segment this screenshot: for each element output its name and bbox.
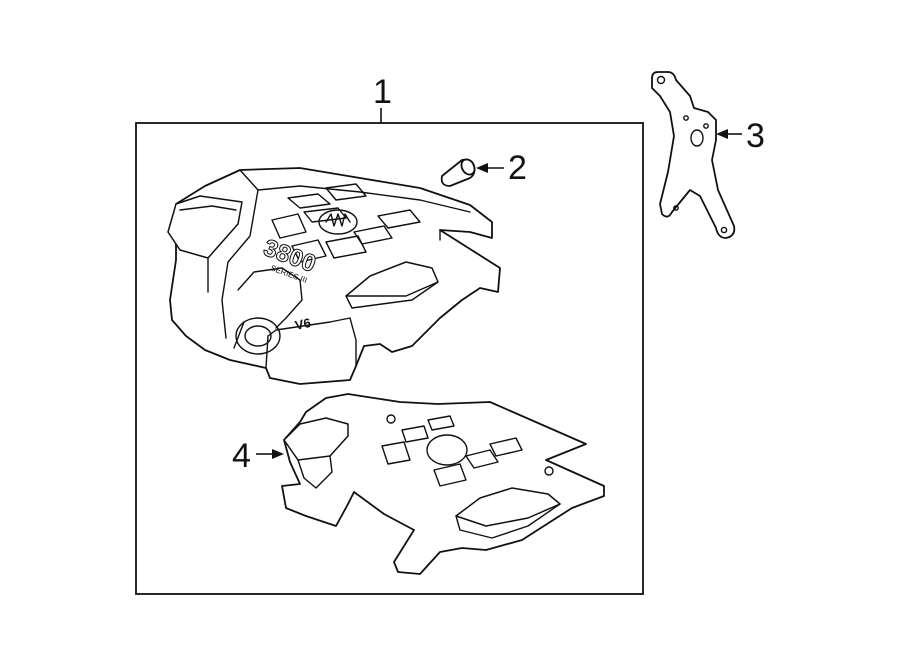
callout-4-arrow xyxy=(272,449,284,459)
engine-cover-part[interactable]: 3800 SERIES III V6 xyxy=(167,167,501,385)
callout-2-arrow xyxy=(476,163,488,173)
plug-part[interactable] xyxy=(440,157,478,187)
callout-3-label: 3 xyxy=(746,117,765,155)
assembly-frame xyxy=(135,122,644,595)
bracket-part[interactable] xyxy=(651,71,736,239)
callout-2-label: 2 xyxy=(508,149,527,187)
insulator-pad-part[interactable] xyxy=(281,393,605,575)
emblem-icon xyxy=(318,209,358,235)
callout-1-label: 1 xyxy=(373,73,392,111)
callout-4-label: 4 xyxy=(232,437,251,475)
callout-3-arrow xyxy=(716,129,728,139)
engine-text: V6 xyxy=(294,315,313,333)
